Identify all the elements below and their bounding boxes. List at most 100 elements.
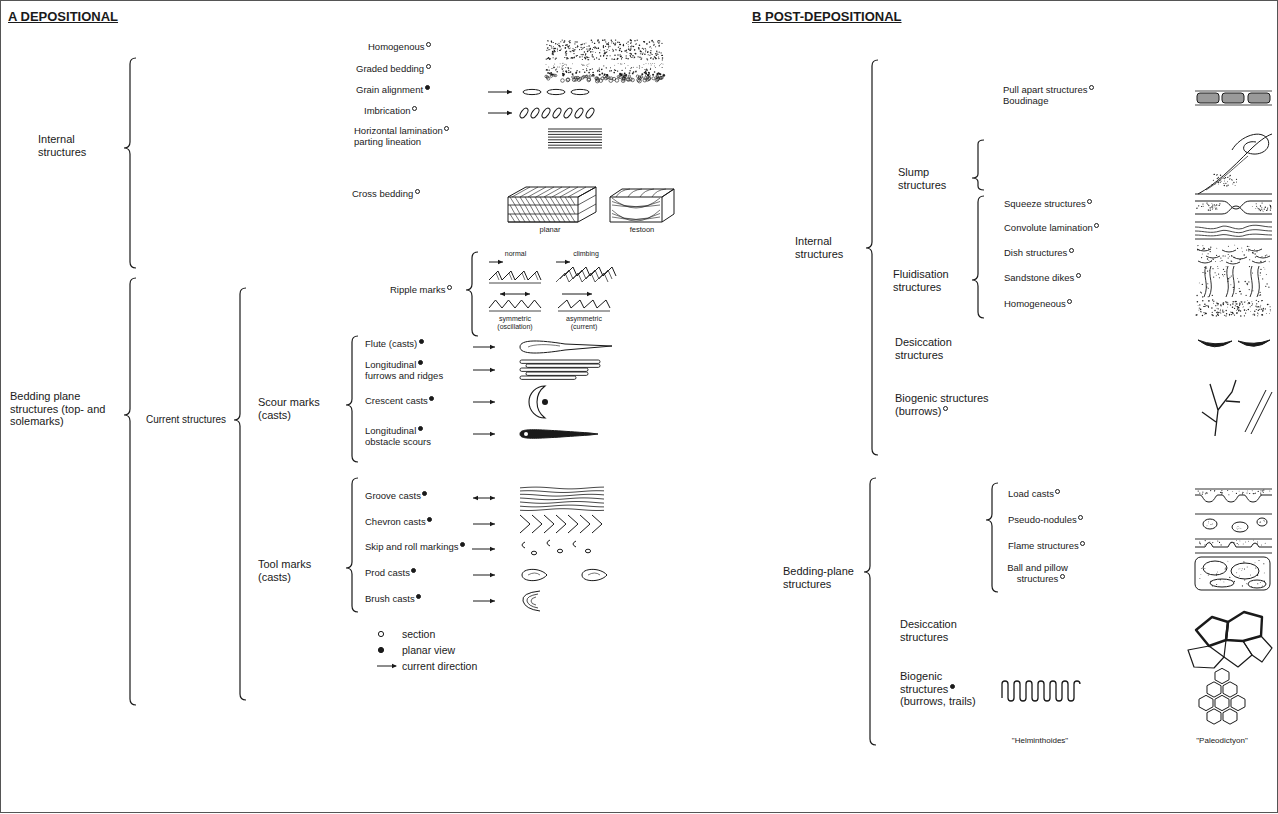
graded-bedding-figure — [568, 72, 570, 74]
cross-bedding-figure — [565, 214, 570, 222]
lamination-figure — [548, 137, 602, 138]
squeeze-structure-figure — [1262, 210, 1264, 212]
structure-name: Crescent casts — [365, 395, 428, 406]
load-cast-figure — [1206, 492, 1207, 493]
load-cast-figure — [1214, 490, 1215, 491]
graded-bedding-figure — [583, 69, 584, 70]
ball-pillow-figure — [1216, 584, 1217, 585]
slump-figure — [1218, 182, 1219, 183]
groove-cast-figure — [520, 509, 604, 511]
homogeneous-texture — [634, 56, 636, 58]
figure-caption: "Helminthoides" — [1012, 736, 1068, 745]
homogeneous-texture — [1227, 306, 1229, 308]
load-cast-figure — [1227, 490, 1228, 491]
homogeneous-texture — [594, 59, 595, 60]
homogeneous-texture — [606, 51, 607, 52]
homogeneous-texture — [1257, 315, 1258, 316]
ball-pillow-figure — [1238, 568, 1240, 570]
slump-figure — [1218, 177, 1220, 179]
graded-bedding-figure — [548, 66, 550, 68]
pseudo-nodule-figure — [1257, 518, 1267, 526]
homogeneous-texture — [577, 55, 578, 56]
homogeneous-texture — [581, 54, 582, 55]
figure-caption-box: "Helminthoides" — [995, 736, 1085, 745]
homogeneous-texture — [631, 56, 633, 58]
ball-pillow-figure — [1210, 579, 1234, 587]
skip-roll-figure — [490, 547, 495, 551]
legend-symbol — [376, 629, 398, 639]
homogeneous-texture — [617, 41, 619, 43]
cross-bedding-figure — [565, 205, 570, 214]
dish-structure-figure — [1228, 254, 1229, 255]
homogeneous-texture — [1251, 301, 1253, 303]
load-cast-figure — [1269, 490, 1271, 492]
planar-view-marker — [419, 339, 424, 344]
homogeneous-texture — [1226, 301, 1228, 303]
graded-bedding-figure — [624, 75, 626, 77]
homogeneous-texture — [617, 58, 618, 59]
graded-bedding-figure — [647, 69, 648, 70]
desiccation-crack-figure — [1188, 646, 1224, 668]
groove-cast-figure — [520, 491, 604, 493]
furrow-ridge-figure — [526, 372, 588, 375]
ripple-mark-figure — [522, 273, 525, 280]
load-cast-figure — [1207, 493, 1208, 494]
homogeneous-texture — [1238, 307, 1240, 309]
homogeneous-texture — [1208, 300, 1210, 302]
squeeze-structure-figure — [1215, 208, 1216, 209]
pseudo-nodule-figure — [1195, 514, 1272, 515]
homogeneous-texture — [592, 51, 593, 52]
grouping-brace — [986, 483, 998, 592]
chevron-cast-figure — [490, 522, 495, 526]
homogeneous-texture — [606, 55, 607, 56]
graded-bedding-figure — [659, 63, 661, 65]
graded-bedding-figure — [615, 70, 616, 71]
graded-bedding-figure — [621, 79, 625, 83]
homogeneous-texture — [582, 44, 583, 45]
homogeneous-texture — [1244, 315, 1245, 316]
graded-bedding-figure — [575, 72, 577, 74]
homogeneous-texture — [625, 58, 626, 59]
homogeneous-texture — [1240, 300, 1242, 302]
dish-structure-figure — [1197, 249, 1211, 251]
graded-bedding-figure — [554, 66, 556, 68]
homogeneous-texture — [1235, 301, 1236, 302]
homogeneous-texture — [627, 41, 629, 43]
ball-pillow-figure — [1259, 560, 1260, 561]
homogeneous-texture — [548, 49, 549, 50]
homogeneous-texture — [640, 59, 641, 60]
homogeneous-texture — [580, 47, 581, 48]
legend: sectionplanar viewcurrent direction — [376, 626, 477, 674]
pseudo-nodule-figure — [1260, 522, 1262, 524]
graded-bedding-figure — [590, 69, 591, 70]
graded-bedding-figure — [606, 76, 609, 79]
homogeneous-texture — [546, 58, 547, 59]
cross-bedding-figure — [570, 205, 575, 214]
ball-pillow-figure — [1243, 561, 1244, 562]
category-label-box: Biogenic structures (burrows) — [895, 392, 995, 417]
dish-structure-figure — [1265, 255, 1266, 256]
homogeneous-texture — [1218, 312, 1219, 313]
graded-bedding-figure — [580, 63, 582, 65]
sandstone-dike-figure — [1218, 273, 1219, 274]
homogeneous-texture — [658, 45, 660, 47]
homogeneous-texture — [571, 57, 573, 59]
load-cast-figure — [1236, 493, 1237, 494]
homogeneous-texture — [1223, 312, 1224, 313]
slump-figure — [1236, 179, 1237, 180]
homogeneous-texture — [1234, 308, 1235, 309]
graded-bedding-figure — [639, 68, 640, 69]
sandstone-dike-figure — [1247, 284, 1248, 285]
graded-bedding-figure — [551, 68, 552, 69]
ripple-mark-figure — [565, 260, 570, 264]
cross-bedding-figure — [652, 189, 666, 197]
legend-symbol — [376, 661, 398, 671]
graded-bedding-figure — [599, 70, 600, 71]
homogeneous-texture — [629, 50, 630, 51]
homogeneous-texture — [626, 52, 627, 53]
figure-caption-box: "Paleodictyon" — [1177, 736, 1267, 745]
homogeneous-texture — [582, 54, 583, 55]
homogeneous-texture — [604, 52, 605, 53]
dish-structure-figure — [1207, 258, 1208, 259]
